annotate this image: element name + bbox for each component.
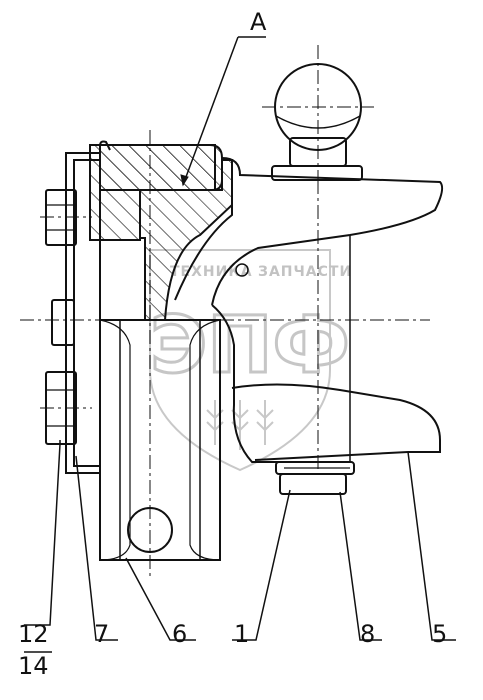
pin-1 (275, 461, 355, 495)
bolt-12 (40, 189, 92, 445)
callout-14: 14 (18, 652, 49, 680)
leader-12 (24, 440, 61, 626)
leader-1 (232, 489, 291, 641)
callout-8: 8 (360, 620, 376, 648)
callout-6: 6 (172, 620, 188, 648)
housing (211, 157, 444, 470)
ball-stud (262, 45, 374, 181)
assembly (20, 36, 456, 653)
watermark: ТЕХНИКА ЗАПЧАСТИ ЭПФ (149, 249, 352, 472)
leader-6 (125, 557, 196, 641)
leader-lines (24, 440, 456, 653)
leader-5 (407, 451, 456, 641)
callout-1: 1 (234, 620, 250, 648)
callout-12: 12 (18, 620, 49, 648)
view-label-a: A (250, 8, 267, 36)
callout-7: 7 (94, 620, 110, 648)
leader-8 (339, 491, 382, 641)
hub-section (89, 144, 233, 321)
leader-7 (75, 455, 118, 641)
callout-5: 5 (432, 620, 448, 648)
watermark-text-right: ЗАПЧАСТИ (258, 264, 352, 280)
watermark-text-left: ТЕХНИКА (170, 264, 253, 280)
watermark-letters: ЭПФ (150, 301, 350, 391)
